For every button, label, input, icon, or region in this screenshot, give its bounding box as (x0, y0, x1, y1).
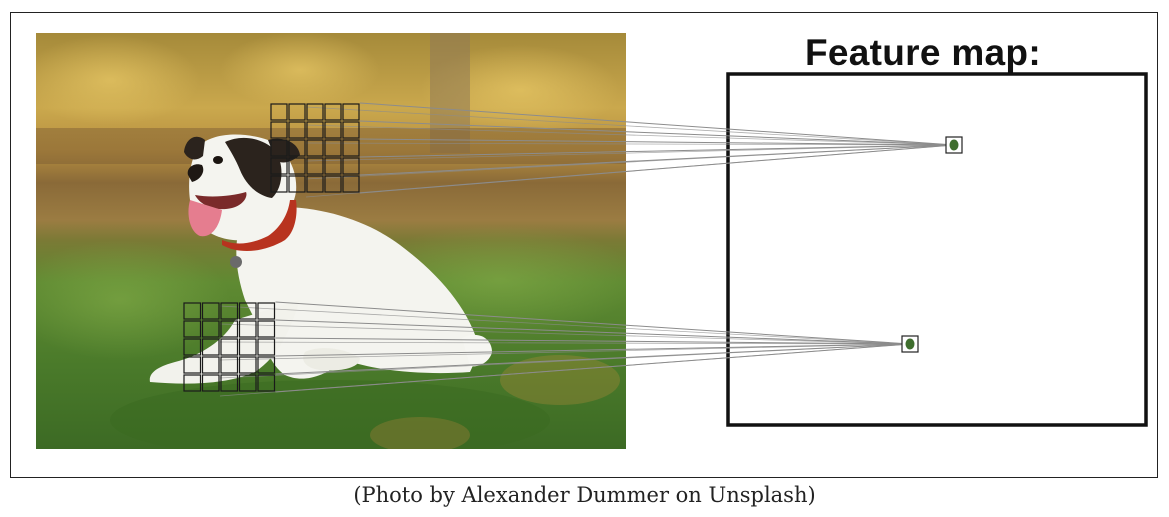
grid-cell (257, 356, 276, 374)
photo-credit-caption: (Photo by Alexander Dummer on Unsplash) (353, 483, 816, 507)
feature-map-box (726, 72, 1148, 427)
grid-cell (201, 302, 220, 320)
connector-line (359, 138, 955, 146)
connector-line (359, 144, 955, 158)
grid-cell (238, 374, 257, 392)
grid-cell (306, 103, 324, 121)
grid-cell (342, 103, 360, 121)
grid-cell (257, 302, 276, 320)
connector-line (219, 305, 911, 345)
feature-dot (949, 139, 959, 151)
grid-cell (257, 320, 276, 338)
grid-cell (238, 320, 257, 338)
grid-cell (257, 374, 276, 392)
connector-line (305, 144, 955, 180)
grid-cell (238, 338, 257, 356)
grid-cell (220, 302, 239, 320)
feature-dot (905, 338, 915, 350)
grid-cell (306, 121, 324, 139)
connector-line (219, 343, 911, 397)
connector-line (305, 144, 955, 198)
grid-cell (324, 103, 342, 121)
dog-photo (36, 33, 626, 449)
connector-line (275, 337, 911, 345)
connector-line (219, 343, 911, 379)
dog (149, 134, 492, 384)
grid-cell (324, 175, 342, 193)
grid-cell (270, 121, 288, 139)
grid-cell (288, 157, 306, 175)
grid-cell (270, 139, 288, 157)
grid-cell (183, 356, 202, 374)
connector-line (305, 124, 955, 146)
connector-line (275, 319, 911, 345)
grid-cell (270, 175, 288, 193)
connector-line (275, 343, 911, 357)
grid-cell (201, 320, 220, 338)
grid-cell (201, 374, 220, 392)
connector-line (275, 301, 911, 345)
connector-line (305, 144, 955, 162)
grid-cell (220, 356, 239, 374)
grid-cell (288, 103, 306, 121)
connector-line (219, 343, 911, 361)
connector-line (219, 323, 911, 345)
grid-cell (183, 374, 202, 392)
grid-cell (288, 139, 306, 157)
grid-cell (183, 302, 202, 320)
grid-cell (342, 139, 360, 157)
grid-cell (220, 320, 239, 338)
grid-cell (306, 157, 324, 175)
connector-line (359, 102, 955, 146)
grid-cell (183, 320, 202, 338)
grid-cell (201, 356, 220, 374)
receptive-field-leg-patch (183, 302, 276, 392)
connector-line (219, 341, 911, 345)
feature-map-dots (901, 136, 963, 353)
grid-cell (201, 338, 220, 356)
grid-cell (270, 157, 288, 175)
connector-line (305, 142, 955, 146)
receptive-field-head-patch (270, 103, 360, 193)
grid-cell (288, 121, 306, 139)
grid-cell (270, 103, 288, 121)
grid-cell (306, 175, 324, 193)
grid-cell (342, 175, 360, 193)
grid-cell (342, 121, 360, 139)
grid-cell (288, 175, 306, 193)
grid-cell (220, 374, 239, 392)
grid-cell (238, 302, 257, 320)
grid-cell (306, 139, 324, 157)
grid-cell (324, 139, 342, 157)
connector-lines (219, 102, 955, 397)
connector-line (305, 106, 955, 146)
grid-cell (238, 356, 257, 374)
grid-cell (324, 157, 342, 175)
grid-cell (324, 121, 342, 139)
grid-cell (183, 338, 202, 356)
grid-cell (257, 338, 276, 356)
receptive-field-grids (183, 103, 360, 392)
grid-cell (220, 338, 239, 356)
feature-map-title: Feature map: (805, 32, 1041, 73)
connector-line (359, 120, 955, 146)
grid-cell (342, 157, 360, 175)
